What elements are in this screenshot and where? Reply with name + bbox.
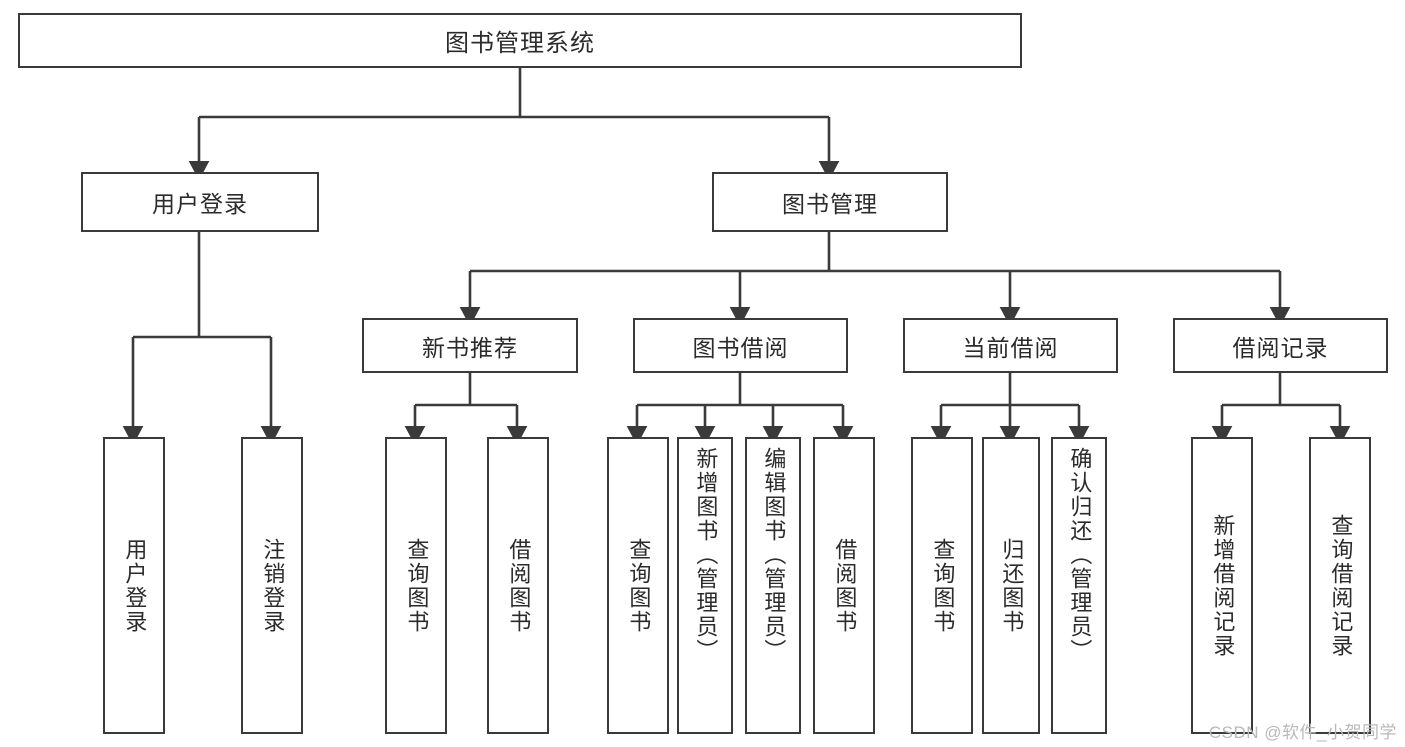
- node-confirm-return-admin[interactable]: 确认归还（管理员）: [1051, 437, 1107, 734]
- node-return-book[interactable]: 归还图书: [982, 437, 1040, 734]
- leaf-label: 查询图书: [626, 537, 652, 634]
- node-add-book-admin[interactable]: 新增图书（管理员）: [677, 437, 733, 734]
- node-label: 图书管理系统: [445, 30, 595, 57]
- node-query-book-current[interactable]: 查询图书: [911, 437, 973, 734]
- node-label: 新书推荐: [422, 334, 518, 361]
- node-current-borrow[interactable]: 当前借阅: [903, 318, 1118, 373]
- node-logout-leaf[interactable]: 注销登录: [241, 437, 303, 734]
- leaf-label: 归还图书: [999, 537, 1025, 634]
- leaf-label: 借阅图书: [506, 537, 532, 634]
- leaf-label: 编辑图书（管理员）: [761, 447, 787, 663]
- node-add-borrow-record[interactable]: 新增借阅记录: [1191, 437, 1253, 734]
- node-label: 用户登录: [152, 191, 248, 217]
- node-new-book-recommend[interactable]: 新书推荐: [362, 318, 578, 373]
- node-edit-book-admin[interactable]: 编辑图书（管理员）: [745, 437, 801, 734]
- node-borrow-record[interactable]: 借阅记录: [1173, 318, 1388, 373]
- leaf-label: 借阅图书: [832, 537, 858, 634]
- leaf-label: 用户登录: [122, 537, 148, 634]
- leaf-label: 确认归还（管理员）: [1067, 447, 1093, 663]
- node-query-book-recommend[interactable]: 查询图书: [385, 437, 447, 734]
- node-label: 图书管理: [782, 191, 878, 217]
- node-borrow-book[interactable]: 借阅图书: [813, 437, 875, 734]
- leaf-label: 注销登录: [260, 537, 286, 634]
- node-borrow-book-recommend[interactable]: 借阅图书: [487, 437, 549, 734]
- leaf-label: 查询借阅记录: [1328, 513, 1354, 658]
- node-user-login[interactable]: 用户登录: [81, 172, 319, 232]
- leaf-label: 查询图书: [930, 537, 956, 634]
- node-book-management-system[interactable]: 图书管理系统: [18, 13, 1022, 68]
- node-book-management[interactable]: 图书管理: [712, 172, 948, 232]
- node-book-borrow[interactable]: 图书借阅: [633, 318, 848, 373]
- node-user-login-leaf[interactable]: 用户登录: [103, 437, 165, 734]
- leaf-label: 新增图书（管理员）: [693, 447, 719, 663]
- node-query-borrow-record[interactable]: 查询借阅记录: [1309, 437, 1371, 734]
- node-label: 图书借阅: [692, 334, 789, 361]
- node-label: 借阅记录: [1232, 334, 1329, 361]
- leaf-label: 查询图书: [404, 537, 430, 634]
- node-label: 当前借阅: [962, 334, 1059, 361]
- leaf-label: 新增借阅记录: [1210, 513, 1236, 658]
- node-query-book-borrow[interactable]: 查询图书: [607, 437, 669, 734]
